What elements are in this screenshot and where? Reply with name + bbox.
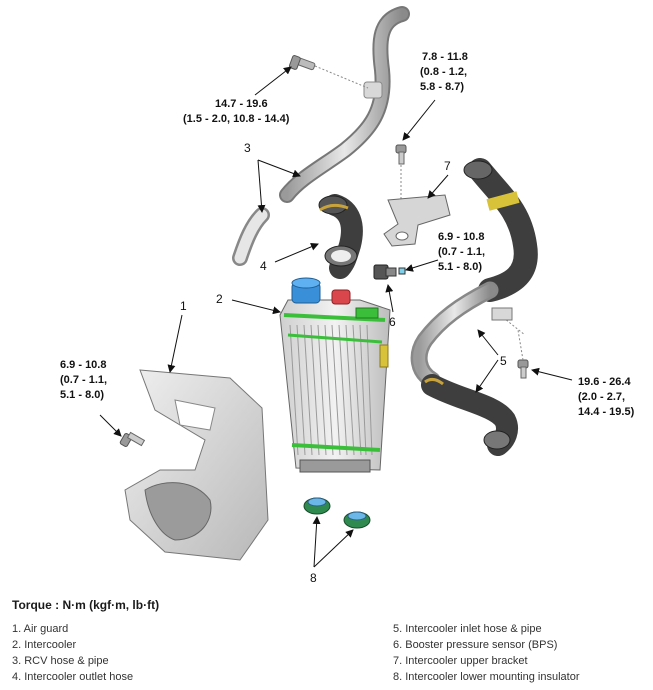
svg-text:7.8 - 11.8: 7.8 - 11.8 <box>422 51 468 63</box>
torque-label-air-guard: 6.9 - 10.8 (0.7 - 1.1, 5.1 - 8.0) <box>60 359 107 401</box>
svg-text:(0.7 - 1.1,: (0.7 - 1.1, <box>438 246 485 258</box>
svg-text:19.6 - 26.4: 19.6 - 26.4 <box>578 376 631 388</box>
svg-text:14.4 - 19.5): 14.4 - 19.5) <box>578 406 635 418</box>
legend-item: 3. RCV hose & pipe <box>12 655 109 667</box>
bolt-icon <box>395 144 407 165</box>
legend-item: 1. Air guard <box>12 623 69 635</box>
callout-4: 4 <box>260 259 267 273</box>
legend-item: 8. Intercooler lower mounting insulator <box>393 671 580 683</box>
callout-1: 1 <box>180 299 187 313</box>
callout-5: 5 <box>500 354 507 368</box>
svg-text:5.1 - 8.0): 5.1 - 8.0) <box>438 261 482 273</box>
torque-label-bracket: 7.8 - 11.8 (0.8 - 1.2, 5.8 - 8.7) <box>420 51 468 93</box>
svg-text:14.7 - 19.6: 14.7 - 19.6 <box>215 98 268 110</box>
rcv-pipe <box>279 6 410 203</box>
lower-insulator <box>303 497 331 515</box>
parts-legend-right: 5. Intercooler inlet hose & pipe 6. Boos… <box>393 621 579 685</box>
callout-7: 7 <box>444 159 451 173</box>
svg-text:(0.8 - 1.2,: (0.8 - 1.2, <box>420 66 467 78</box>
svg-text:5.8 - 8.7): 5.8 - 8.7) <box>420 81 464 93</box>
callout-8: 8 <box>310 571 317 585</box>
svg-text:5.1 - 8.0): 5.1 - 8.0) <box>60 389 104 401</box>
bolt-icon <box>288 55 316 71</box>
callout-6: 6 <box>389 315 396 329</box>
exploded-diagram: 1 2 3 4 5 6 7 8 14.7 - 19.6 (1.5 - 2.0, … <box>60 6 635 585</box>
intercooler <box>279 277 391 473</box>
svg-text:6.9 - 10.8: 6.9 - 10.8 <box>60 359 106 371</box>
legend-item: 7. Intercooler upper bracket <box>393 655 528 667</box>
svg-text:(1.5 - 2.0, 10.8 - 14.4): (1.5 - 2.0, 10.8 - 14.4) <box>183 113 290 125</box>
callout-2: 2 <box>216 292 223 306</box>
legend-item: 4. Intercooler outlet hose <box>12 671 134 683</box>
torque-label-rcv: 14.7 - 19.6 (1.5 - 2.0, 10.8 - 14.4) <box>183 98 290 125</box>
torque-label-bps: 6.9 - 10.8 (0.7 - 1.1, 5.1 - 8.0) <box>438 231 485 273</box>
rcv-hose <box>232 207 270 266</box>
legend-item: 5. Intercooler inlet hose & pipe <box>393 623 542 635</box>
leader-lines <box>99 66 573 568</box>
air-guard <box>124 369 269 561</box>
torque-units-title: Torque : N·m (kgf·m, lb·ft) <box>12 598 160 612</box>
outlet-hose <box>318 194 363 279</box>
bolt-icon <box>517 359 529 379</box>
svg-text:6.9 - 10.8: 6.9 - 10.8 <box>438 231 484 243</box>
svg-text:(2.0 - 2.7,: (2.0 - 2.7, <box>578 391 625 403</box>
bolt-icon <box>119 431 146 447</box>
parts-legend-left: 1. Air guard 2. Intercooler 3. RCV hose … <box>12 621 133 685</box>
inlet-hose-pipe <box>410 158 538 456</box>
svg-text:(0.7 - 1.1,: (0.7 - 1.1, <box>60 374 107 386</box>
torque-label-inlet: 19.6 - 26.4 (2.0 - 2.7, 14.4 - 19.5) <box>578 376 635 418</box>
callout-3: 3 <box>244 141 251 155</box>
bps-sensor <box>373 264 406 280</box>
legend-item: 2. Intercooler <box>12 639 77 651</box>
upper-bracket <box>383 194 451 247</box>
legend-item: 6. Booster pressure sensor (BPS) <box>393 639 558 651</box>
lower-insulator <box>343 511 371 529</box>
